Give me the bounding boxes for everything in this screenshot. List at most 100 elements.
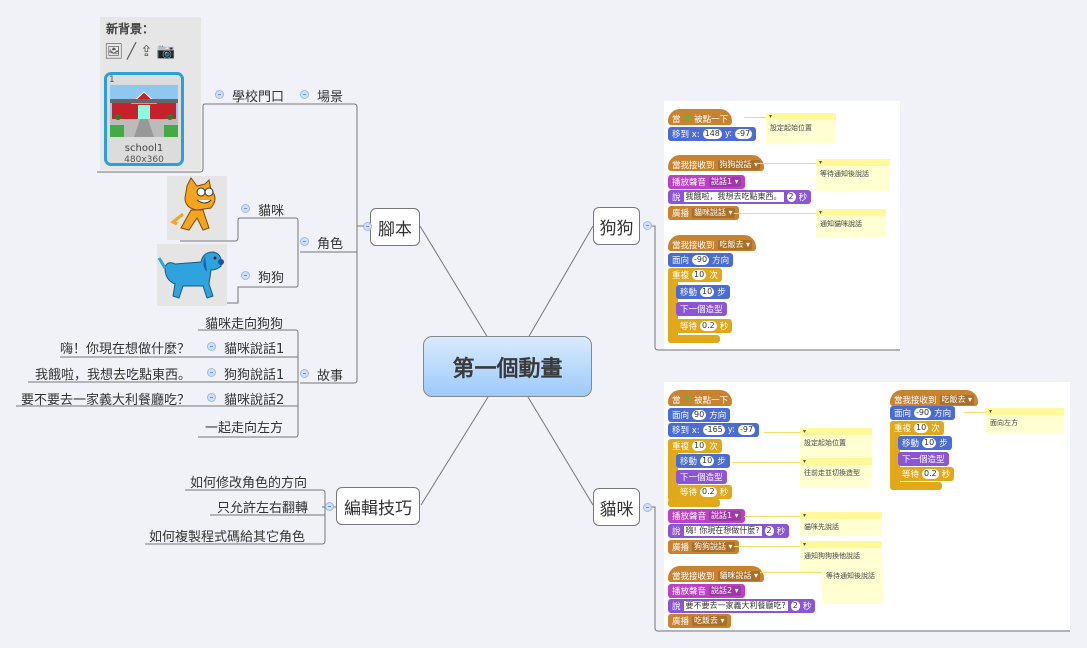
- move-steps-block[interactable]: 移動 10 步: [676, 454, 730, 468]
- upload-icon[interactable]: ⇪: [140, 42, 157, 60]
- collapse-icon[interactable]: [300, 369, 309, 378]
- secs-input[interactable]: 2: [786, 192, 796, 202]
- when-receive-block[interactable]: 當我接收到 貓咪說話 ▾: [668, 566, 765, 582]
- repeat-block[interactable]: 重複 10 次: [668, 439, 722, 453]
- topic-cat[interactable]: 貓咪: [593, 488, 640, 526]
- point-direction-block[interactable]: 面向 -90 方向: [890, 406, 956, 420]
- when-flag-clicked-block[interactable]: 當 ⚑ 被點一下: [668, 390, 733, 406]
- repeat-block[interactable]: 重複 10 次: [668, 268, 722, 282]
- message-dropdown[interactable]: 貓咪說話 ▾: [717, 570, 761, 581]
- play-sound-block[interactable]: 播放聲音 說話2 ▾: [668, 584, 745, 598]
- subtopic-scene[interactable]: 場景: [317, 90, 344, 105]
- broadcast-block[interactable]: 廣播 吃飯去 ▾: [668, 614, 731, 628]
- say-for-secs-block[interactable]: 說 要不要去一家義大利餐廳吃? 2 秒: [668, 599, 816, 613]
- next-costume-block[interactable]: 下一個造型: [676, 302, 727, 316]
- subtopic-role[interactable]: 角色: [317, 237, 344, 252]
- comment-note[interactable]: ▾等待通知後說話: [816, 159, 890, 191]
- story-item[interactable]: 貓咪說話1: [224, 342, 285, 357]
- tip-item[interactable]: 如何複製程式碼給其它角色: [149, 530, 306, 545]
- wait-block[interactable]: 等待 0.2 秒: [676, 319, 733, 333]
- topic-tips[interactable]: 編輯技巧: [336, 487, 420, 525]
- say-text-input[interactable]: 我餓啦，我想去吃點東西。: [683, 192, 784, 202]
- collapse-icon[interactable]: [241, 271, 250, 280]
- camera-icon[interactable]: 📷: [156, 42, 180, 60]
- sound-dropdown[interactable]: 說話1 ▾: [709, 511, 741, 521]
- times-input[interactable]: 10: [914, 423, 929, 433]
- collapse-icon[interactable]: [207, 342, 216, 351]
- broadcast-block[interactable]: 廣播 貓咪說話 ▾: [668, 206, 739, 220]
- collapse-icon[interactable]: [363, 222, 372, 231]
- move-steps-block[interactable]: 移動 10 步: [676, 285, 730, 299]
- x-input[interactable]: 148: [702, 129, 722, 139]
- y-input[interactable]: -97: [738, 425, 756, 435]
- collapse-icon[interactable]: [207, 368, 216, 377]
- central-topic[interactable]: 第一個動畫: [423, 336, 592, 397]
- wait-input[interactable]: 0.2: [922, 469, 939, 479]
- comment-note[interactable]: ▾往前走並切換造型: [800, 458, 872, 488]
- topic-script[interactable]: 腳本: [370, 208, 420, 246]
- say-for-secs-block[interactable]: 說 嗨! 你現在想做什麼? 2 秒: [668, 524, 790, 538]
- message-dropdown[interactable]: 吃飯去 ▾: [692, 616, 727, 626]
- y-input[interactable]: -97: [735, 129, 753, 139]
- collapse-icon[interactable]: [207, 393, 216, 402]
- goto-xy-block[interactable]: 移到 x: 148 y: -97: [668, 127, 757, 141]
- message-dropdown[interactable]: 狗狗說話 ▾: [692, 542, 735, 552]
- scene-school-gate[interactable]: 學校門口: [232, 90, 285, 105]
- picture-icon[interactable]: 🖼: [104, 42, 128, 60]
- comment-note[interactable]: 等待通知後說話: [822, 568, 884, 604]
- repeat-block[interactable]: 重複 10 次: [890, 421, 944, 435]
- tip-item[interactable]: 如何修改角色的方向: [190, 476, 308, 491]
- comment-note[interactable]: ▾設定起始位置: [766, 113, 836, 143]
- steps-input[interactable]: 10: [922, 438, 937, 448]
- comment-note[interactable]: ▾面向左方: [986, 408, 1064, 434]
- topic-dog[interactable]: 狗狗: [593, 207, 640, 245]
- when-flag-clicked-block[interactable]: 當 ⚑ 被點一下: [668, 109, 733, 125]
- story-item[interactable]: 貓咪說話2: [224, 393, 285, 408]
- comment-note[interactable]: ▾通知貓咪說話: [816, 209, 886, 237]
- sound-dropdown[interactable]: 說話2 ▾: [709, 586, 741, 596]
- direction-input[interactable]: -90: [692, 255, 710, 265]
- say-text-input[interactable]: 要不要去一家義大利餐廳吃?: [683, 601, 788, 611]
- steps-input[interactable]: 10: [700, 287, 715, 297]
- paintbrush-icon[interactable]: ╱: [127, 42, 141, 60]
- subtopic-story[interactable]: 故事: [317, 369, 344, 384]
- collapse-icon[interactable]: [643, 503, 652, 512]
- x-input[interactable]: -165: [702, 425, 725, 435]
- message-dropdown[interactable]: 貓咪說話 ▾: [692, 208, 735, 218]
- times-input[interactable]: 10: [692, 441, 707, 451]
- role-cat[interactable]: 貓咪: [258, 204, 285, 219]
- comment-note[interactable]: ▾貓咪先說話: [800, 512, 882, 536]
- message-dropdown[interactable]: 吃飯去 ▾: [939, 394, 975, 405]
- backdrop-thumbnail[interactable]: 1 school1 480x360: [104, 72, 184, 166]
- point-direction-block[interactable]: 面向 90 方向: [668, 408, 731, 422]
- story-item[interactable]: 貓咪走向狗狗: [205, 317, 284, 332]
- steps-input[interactable]: 10: [700, 456, 715, 466]
- role-dog[interactable]: 狗狗: [258, 271, 285, 286]
- message-dropdown[interactable]: 吃飯去 ▾: [717, 239, 753, 250]
- next-costume-block[interactable]: 下一個造型: [676, 470, 727, 484]
- when-receive-block[interactable]: 當我接收到 吃飯去 ▾: [668, 235, 757, 251]
- message-dropdown[interactable]: 狗狗說話 ▾: [717, 159, 761, 170]
- secs-input[interactable]: 2: [790, 601, 800, 611]
- wait-block[interactable]: 等待 0.2 秒: [676, 485, 733, 499]
- collapse-icon[interactable]: [300, 90, 309, 99]
- say-text-input[interactable]: 嗨! 你現在想做什麼?: [683, 526, 762, 536]
- next-costume-block[interactable]: 下一個造型: [898, 452, 949, 466]
- point-direction-block[interactable]: 面向 -90 方向: [668, 253, 734, 267]
- goto-xy-block[interactable]: 移到 x: -165 y: -97: [668, 423, 760, 437]
- say-for-secs-block[interactable]: 說 我餓啦，我想去吃點東西。 2 秒: [668, 190, 812, 204]
- wait-input[interactable]: 0.2: [700, 321, 717, 331]
- times-input[interactable]: 10: [692, 270, 707, 280]
- sound-dropdown[interactable]: 說話1 ▾: [709, 177, 741, 187]
- wait-input[interactable]: 0.2: [700, 487, 717, 497]
- story-item[interactable]: 狗狗說話1: [224, 368, 285, 383]
- story-item[interactable]: 一起走向左方: [205, 421, 284, 436]
- collapse-icon[interactable]: [241, 204, 250, 213]
- move-steps-block[interactable]: 移動 10 步: [898, 436, 952, 450]
- collapse-icon[interactable]: [325, 502, 334, 511]
- when-receive-block[interactable]: 當我接收到 吃飯去 ▾: [890, 390, 979, 406]
- wait-block[interactable]: 等待 0.2 秒: [898, 467, 955, 481]
- comment-note[interactable]: ▾設定起始位置: [800, 428, 872, 458]
- direction-input[interactable]: 90: [692, 410, 707, 420]
- play-sound-block[interactable]: 播放聲音 說話1 ▾: [668, 509, 745, 523]
